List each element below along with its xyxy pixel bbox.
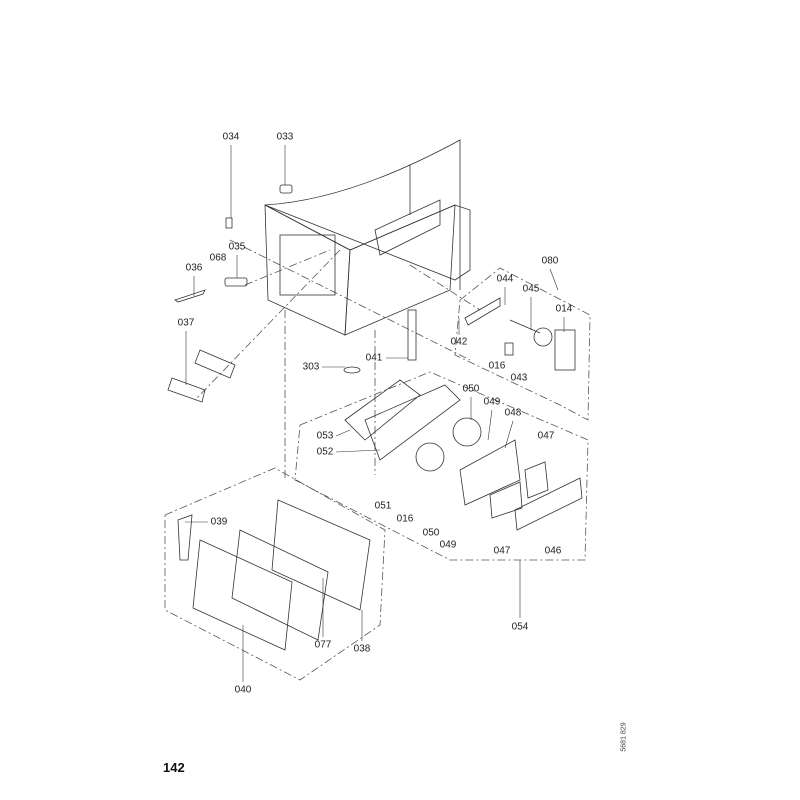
part-037a <box>194 349 236 379</box>
part-label: 047 <box>537 430 555 442</box>
group-040-boundary <box>164 467 386 681</box>
small-parts <box>167 184 583 651</box>
part-label: 014 <box>555 303 573 315</box>
part-label: 043 <box>510 372 528 384</box>
page-number: 142 <box>163 760 185 775</box>
group-080-boundary <box>454 267 591 421</box>
part-label: 039 <box>210 516 228 528</box>
part-label: 038 <box>353 643 371 655</box>
group-boundaries <box>164 239 591 681</box>
part-label: 049 <box>483 396 501 408</box>
part-label: 016 <box>488 360 506 372</box>
part-label: 077 <box>314 639 332 651</box>
part-036 <box>174 289 206 303</box>
part-label: 033 <box>276 131 294 143</box>
part-052 <box>364 384 461 461</box>
part-047b <box>489 481 523 519</box>
part-label: 080 <box>541 255 559 267</box>
part-046 <box>514 477 583 531</box>
part-label: 040 <box>234 684 252 696</box>
part-050b <box>415 442 445 472</box>
part-label: 048 <box>504 407 522 419</box>
part-040 <box>192 539 293 651</box>
part-label: 036 <box>185 262 203 274</box>
part-048 <box>459 439 521 506</box>
part-label: 042 <box>450 336 468 348</box>
part-label: 037 <box>177 317 195 329</box>
group-054-boundary <box>294 371 589 561</box>
part-label: 050 <box>422 527 440 539</box>
part-043 <box>504 342 514 356</box>
part-label: 047 <box>493 545 511 557</box>
leader-lines <box>185 145 565 682</box>
part-label: 054 <box>511 621 529 633</box>
part-label: 044 <box>496 273 514 285</box>
part-label: 016 <box>396 513 414 525</box>
part-077 <box>231 529 329 641</box>
part-label: 034 <box>222 131 240 143</box>
part-050a <box>452 417 482 447</box>
part-039 <box>177 514 193 561</box>
part-label: 041 <box>365 352 383 364</box>
part-label: 303 <box>302 361 320 373</box>
part-035 <box>224 277 248 287</box>
part-label: 046 <box>544 545 562 557</box>
part-038 <box>271 499 371 611</box>
part-042 <box>464 297 501 326</box>
part-label: 035 <box>228 241 246 253</box>
part-053 <box>344 379 421 441</box>
part-label: 053 <box>316 430 334 442</box>
part-label: 051 <box>374 500 392 512</box>
part-label: 052 <box>316 446 334 458</box>
part-label: 050 <box>462 383 480 395</box>
part-033 <box>279 184 293 194</box>
part-label: 045 <box>522 283 540 295</box>
part-014 <box>554 329 576 371</box>
main-housing <box>264 139 471 336</box>
part-303 <box>343 366 361 374</box>
part-label: 049 <box>439 539 457 551</box>
part-037b <box>167 377 206 403</box>
part-034 <box>225 217 233 229</box>
part-045 <box>509 319 541 334</box>
drawing-code: 5681 829 <box>620 722 628 752</box>
part-label: 068 <box>209 252 227 264</box>
part-047a <box>524 461 549 499</box>
part-041 <box>407 309 417 361</box>
